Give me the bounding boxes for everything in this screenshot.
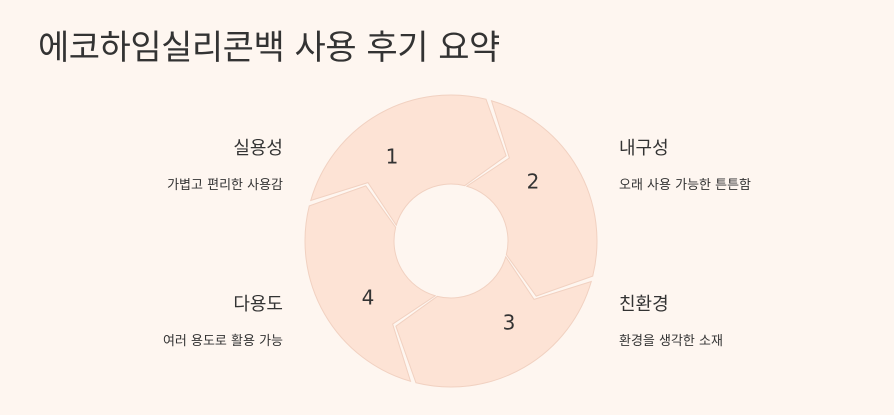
segment-3-description: 환경을 생각한 소재: [619, 334, 723, 349]
segment-2-number: 2: [527, 170, 540, 194]
segment-3-title: 친환경: [619, 294, 669, 315]
segment-4-title: 다용도: [233, 294, 283, 315]
segment-1-title: 실용성: [233, 138, 283, 159]
segment-4-label-block: 다용도 여러 용도로 활용 가능: [163, 290, 283, 349]
segment-4-description: 여러 용도로 활용 가능: [162, 334, 283, 349]
cycle-segment-1: [465, 99, 598, 297]
segment-1-number: 1: [386, 145, 399, 169]
segment-2-description: 오래 사용 가능한 튼튼함: [619, 178, 751, 193]
segment-2-label-block: 내구성 오래 사용 가능한 튼튼함: [619, 134, 751, 193]
cycle-segment-2: [395, 255, 593, 388]
segment-4-number: 4: [362, 286, 375, 310]
segment-3-label-block: 친환경 환경을 생각한 소재: [619, 290, 723, 349]
page-title: 에코하임실리콘백 사용 후기 요약: [38, 28, 500, 68]
segment-1-label-block: 실용성 가볍고 편리한 사용감: [167, 134, 283, 193]
segment-2-title: 내구성: [619, 138, 669, 159]
segment-1-description: 가볍고 편리한 사용감: [167, 178, 283, 193]
cycle-segment-4: [309, 94, 507, 227]
cycle-segment-3: [304, 185, 437, 383]
segment-3-number: 3: [503, 311, 516, 335]
